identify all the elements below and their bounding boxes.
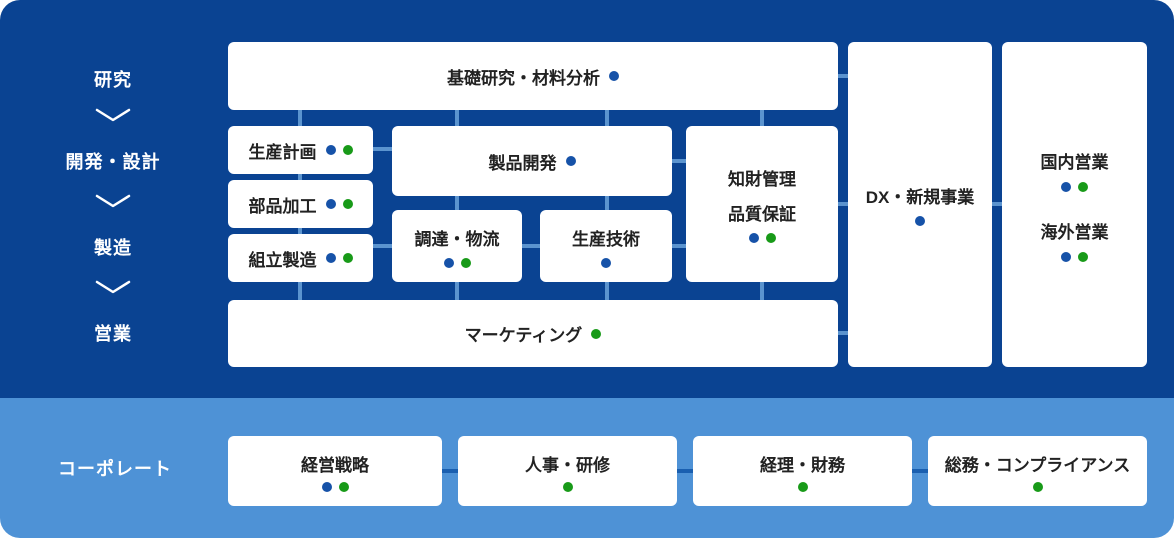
dept-overseas-sales: 海外営業	[1041, 218, 1109, 262]
dept-dots	[915, 216, 925, 226]
flow-stage-research: 研究	[94, 70, 132, 90]
dept-dots	[1061, 181, 1088, 192]
blue-dot	[601, 257, 611, 268]
chevron-down-icon	[33, 280, 193, 295]
dept-label-line2: 品質保証	[728, 205, 796, 224]
dept-dots	[325, 145, 353, 155]
dept-accounting-finance: 経理・財務	[693, 436, 912, 506]
green-dot	[1078, 181, 1088, 192]
corporate-section-label: コーポレート	[58, 459, 172, 479]
dept-domestic-sales: 国内営業	[1041, 148, 1109, 192]
dept-product-development: 製品開発	[392, 126, 672, 196]
green-dot	[460, 257, 471, 268]
dept-assembly-manufacturing: 組立製造	[228, 234, 373, 282]
dept-label: 基礎研究・材料分析	[447, 68, 600, 88]
dept-dots	[321, 481, 349, 492]
blue-dot	[1061, 251, 1071, 262]
dept-label: 経営戦略	[301, 455, 369, 475]
dept-dots	[1032, 481, 1043, 492]
dept-dots	[601, 257, 611, 268]
green-dot	[342, 199, 353, 209]
connector-line	[640, 159, 710, 163]
dept-label: 人事・研修	[525, 455, 610, 475]
blue-dot	[609, 71, 619, 81]
green-dot	[562, 481, 573, 492]
dept-ip-management-quality-assurance: 知財管理 品質保証	[686, 126, 838, 282]
dept-general-affairs-compliance: 総務・コンプライアンス	[928, 436, 1147, 506]
flow-stage-sales: 営業	[94, 324, 132, 344]
chevron-down-icon	[33, 194, 193, 209]
dept-label: 国内営業	[1040, 152, 1109, 172]
dept-label: DX・新規事業	[865, 188, 975, 207]
dept-sales-group: 国内営業 海外営業	[1002, 42, 1147, 367]
dept-parts-processing: 部品加工	[228, 180, 373, 228]
green-dot	[338, 481, 349, 492]
green-dot	[1078, 251, 1088, 262]
green-dot	[797, 481, 808, 492]
dept-dots	[565, 156, 576, 166]
dept-label: 生産技術	[572, 229, 640, 249]
blue-dot	[321, 481, 332, 492]
dept-dots	[1061, 251, 1088, 262]
dept-label: マーケティング	[464, 326, 583, 345]
dept-marketing: マーケティング	[228, 300, 838, 367]
green-dot	[765, 233, 776, 243]
green-dot	[1032, 481, 1043, 492]
blue-dot	[325, 199, 336, 209]
dept-label: 知財管理 品質保証	[728, 165, 796, 225]
dept-procurement-logistics: 調達・物流	[392, 210, 522, 282]
blue-dot	[1061, 181, 1071, 192]
dept-dots	[748, 233, 776, 243]
green-dot	[342, 253, 353, 263]
dept-dots	[325, 199, 353, 209]
blue-dot	[443, 257, 454, 268]
dept-basic-research-material-analysis: 基礎研究・材料分析	[228, 42, 838, 110]
blue-dot	[565, 156, 576, 166]
green-dot	[342, 145, 353, 155]
dept-label: 海外営業	[1040, 222, 1109, 242]
chevron-down-icon	[33, 108, 193, 123]
dept-dots	[591, 328, 602, 339]
dept-dx-new-business: DX・新規事業	[848, 42, 992, 367]
dept-label: 製品開発	[488, 153, 557, 173]
dept-label: 組立製造	[248, 250, 317, 270]
blue-dot	[325, 145, 336, 155]
flow-stage-development: 開発・設計	[65, 152, 161, 172]
connector-line	[800, 74, 880, 78]
sales-stack: 国内営業 海外営業	[1041, 148, 1109, 262]
dept-label: 総務・コンプライアンス	[944, 455, 1131, 475]
blue-dot	[915, 216, 925, 226]
blue-dot	[748, 233, 759, 243]
dept-dots	[609, 71, 619, 81]
connector-line	[340, 147, 420, 151]
dept-label: 経理・財務	[760, 455, 845, 475]
dept-production-planning: 生産計画	[228, 126, 373, 174]
dept-label: 生産計画	[248, 142, 317, 162]
dept-label: 部品加工	[248, 196, 317, 216]
dept-management-strategy: 経営戦略	[228, 436, 442, 506]
dept-dots	[562, 481, 573, 492]
blue-dot	[325, 253, 336, 263]
dept-production-technology: 生産技術	[540, 210, 672, 282]
dept-dots	[443, 257, 471, 268]
flow-stage-manufacturing: 製造	[94, 238, 132, 258]
dept-label-line1: 知財管理	[728, 170, 796, 189]
dept-dots	[797, 481, 808, 492]
connector-line	[800, 331, 880, 335]
green-dot	[591, 328, 602, 339]
dept-dots	[325, 253, 353, 263]
dept-label: 調達・物流	[414, 229, 500, 249]
dept-hr-training: 人事・研修	[458, 436, 677, 506]
